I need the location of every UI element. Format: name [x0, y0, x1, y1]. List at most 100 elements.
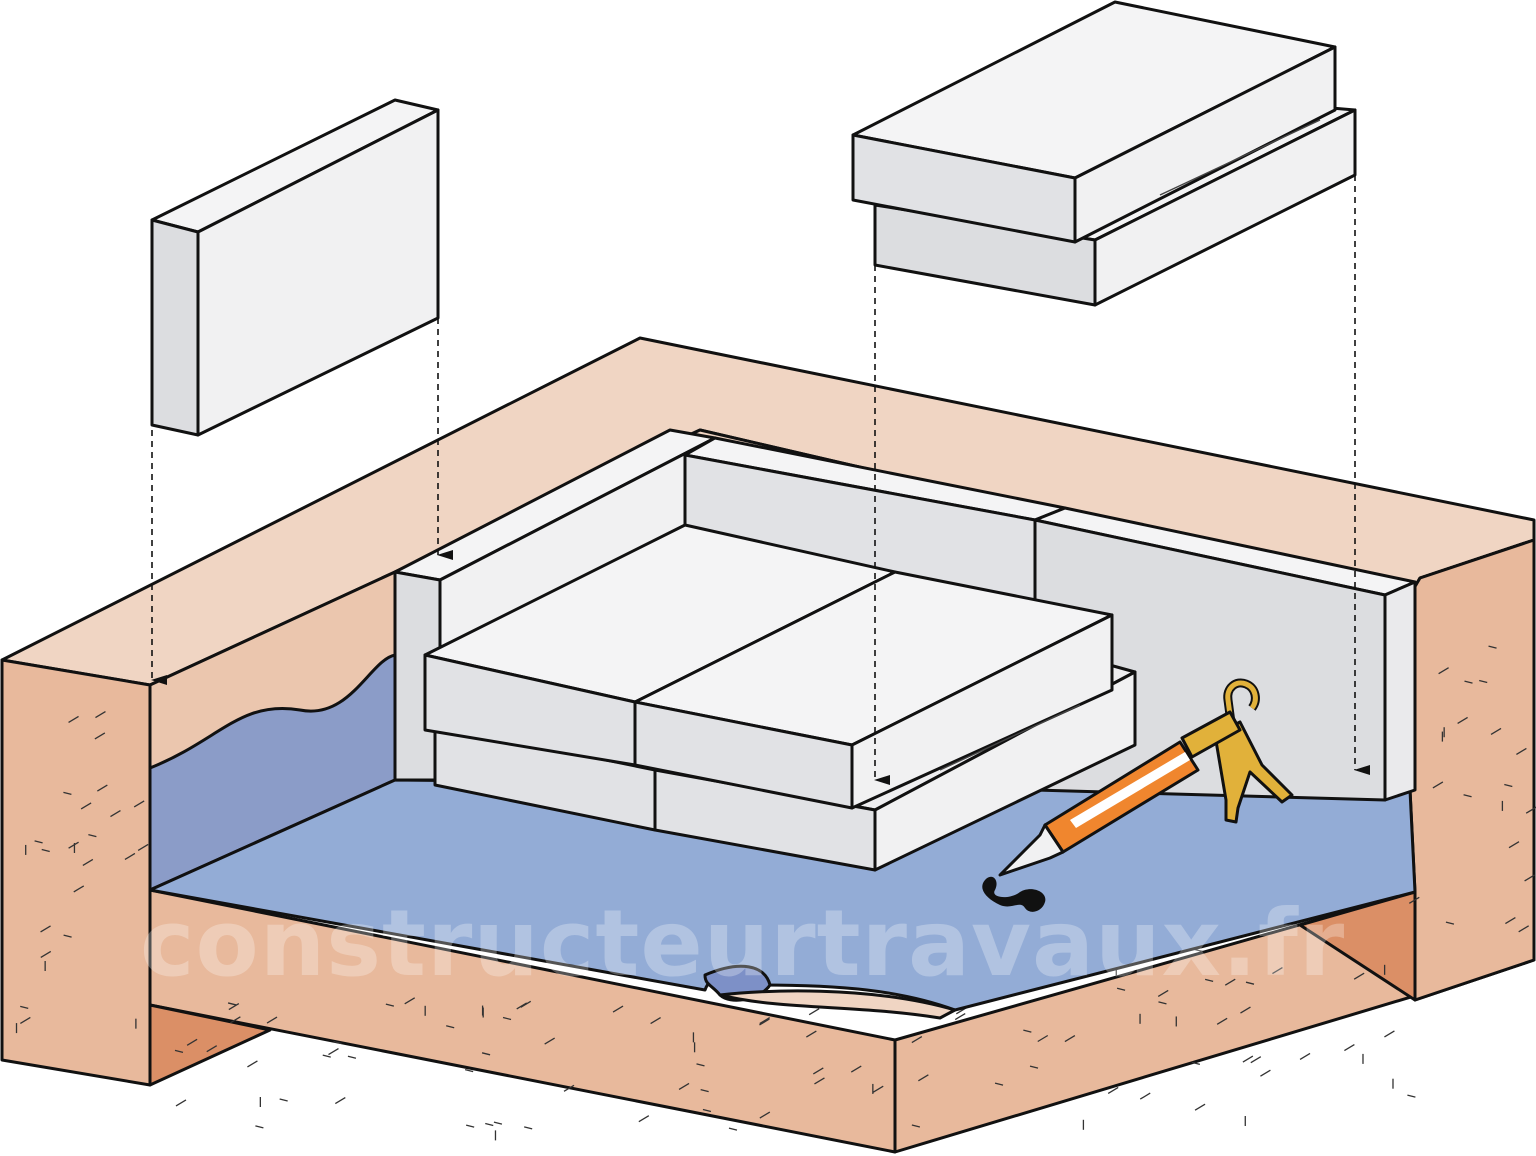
soil-hatch-mark: [20, 1016, 31, 1025]
soil-hatch-mark: [1204, 978, 1214, 982]
soil-hatch-mark: [466, 1124, 475, 1128]
soil-hatch-mark: [678, 1082, 690, 1091]
soil-hatch-mark: [1490, 727, 1502, 736]
soil-hatch-mark: [1064, 1035, 1076, 1043]
soil-hatch-mark: [1250, 1056, 1262, 1064]
soil-hatch-mark: [759, 1018, 770, 1026]
soil-hatch-mark: [34, 840, 43, 844]
soil-hatch-mark: [994, 1082, 1004, 1086]
waterproof-membrane: [148, 653, 1417, 1020]
soil-hatch-mark: [1384, 1030, 1395, 1038]
soil-hatch-mark: [493, 1121, 503, 1125]
soil-hatch-mark: [404, 997, 416, 1005]
soil-hatch-mark: [40, 925, 51, 933]
soil-hatch-mark: [88, 833, 97, 838]
soil-hatch-mark: [516, 1002, 528, 1010]
soil-hatch-mark: [502, 1016, 512, 1021]
soil-hatch-mark: [1408, 896, 1420, 904]
soil-hatch-mark: [702, 1108, 712, 1113]
falling-slab-pair-icon: [851, 0, 1357, 307]
soil-hatch-mark: [73, 885, 85, 893]
soil-hatch-mark: [322, 1054, 331, 1058]
soil-hatch-mark: [1224, 978, 1236, 986]
soil-hatch-mark: [696, 1063, 705, 1067]
soil-hatch-mark: [808, 1008, 820, 1016]
soil-hatch-mark: [759, 1017, 771, 1025]
soil-section-right-wall: [1408, 538, 1536, 1002]
soil-hatch-mark: [227, 1002, 237, 1006]
soil-hatch-mark: [94, 732, 106, 740]
soil-hatch-mark: [524, 1126, 533, 1130]
soil-hatch-mark: [1194, 948, 1203, 953]
soil-hatch-mark: [175, 1099, 187, 1107]
soil-hatch-mark: [328, 1048, 339, 1056]
soil-hatch-mark: [82, 858, 94, 866]
soil-hatch-mark: [333, 1040, 342, 1045]
soil-hatch-mark: [247, 1060, 258, 1068]
wall-block-back-2-end: [1383, 580, 1417, 802]
soil-hatch-mark: [1445, 921, 1455, 925]
soil-hatch-mark: [1518, 925, 1530, 933]
soil-hatch-mark: [1524, 874, 1535, 882]
soil-hatch-mark: [80, 802, 92, 810]
soil-hatch-mark: [1508, 841, 1520, 849]
slab-joint-line: [939, 704, 1081, 771]
soil-hatch-mark: [186, 1038, 198, 1046]
membrane-wall-left: [148, 653, 397, 892]
soil-hatch-mark: [638, 1115, 650, 1123]
soil-hatch-mark: [97, 784, 108, 792]
soil-hatch-mark: [954, 1012, 966, 1021]
soil-hatch-mark: [206, 1045, 218, 1053]
soil-hatch-mark: [1479, 679, 1488, 684]
soil-hatch-mark: [806, 1030, 817, 1038]
soil-hatch-mark: [41, 848, 50, 853]
soil-hatch-mark: [911, 1035, 923, 1044]
soil-hatch-mark: [1240, 1006, 1251, 1014]
soil-hatch-mark: [1037, 1034, 1049, 1043]
soil-hatch-mark: [1191, 1061, 1201, 1065]
soil-hatch-mark: [1353, 972, 1365, 980]
soil-hatch-mark: [1272, 967, 1283, 975]
soil-hatch-mark: [1464, 680, 1473, 684]
soil-hatch-mark: [1245, 981, 1255, 985]
soil-hatch-mark: [485, 1122, 494, 1127]
soil-hatch-mark: [911, 1124, 921, 1128]
soil-hatch-mark: [385, 1003, 395, 1007]
soil-hatch-mark: [1194, 1103, 1206, 1111]
soil-hatch-mark: [1116, 987, 1126, 991]
soil-hatch-mark: [1525, 806, 1536, 814]
soil-hatch-mark: [1432, 781, 1444, 789]
soil-hatch-mark: [174, 1049, 184, 1054]
soil-hatch-mark: [347, 1055, 357, 1059]
soil-hatch-mark: [255, 1125, 264, 1129]
soil-hatch-mark: [1029, 1065, 1039, 1069]
soil-hatch-mark: [133, 800, 145, 808]
drop-guides: [151, 175, 1370, 785]
soil-hatch-mark: [612, 1005, 624, 1013]
soil-hatch-mark: [872, 1085, 884, 1093]
soil-hatch-mark: [1488, 645, 1497, 649]
soil-hatch-mark: [1023, 1029, 1032, 1033]
sealant-bead-icon: [982, 876, 1046, 912]
footing-right: [1298, 890, 1417, 1002]
soil-hatch-mark: [814, 1077, 825, 1085]
soil-hatch-mark: [1157, 989, 1169, 998]
soil-hatch-mark: [266, 1016, 278, 1024]
soil-hatch-mark: [1516, 747, 1527, 755]
soil-hatch-mark: [650, 1017, 661, 1025]
caulking-gun-icon: [998, 678, 1294, 877]
soil-hatch-mark: [137, 843, 149, 851]
floor-slabs: [423, 523, 1137, 872]
soil-hatch-mark: [1407, 1094, 1416, 1098]
soil-hatch-mark: [1438, 667, 1449, 675]
soil-hatch-mark: [1158, 1001, 1167, 1005]
soil-hatch-mark: [700, 1089, 709, 1093]
soil-hatch-mark: [279, 1098, 288, 1102]
soil-hatch-mark: [563, 1084, 575, 1092]
membrane-roll-curl: [718, 989, 957, 1020]
soil-hatch-mark: [124, 852, 136, 861]
soil-hatch-mark: [40, 950, 52, 959]
soil-hatch-mark: [1299, 1052, 1311, 1060]
soil-hatch-mark: [1505, 917, 1516, 925]
